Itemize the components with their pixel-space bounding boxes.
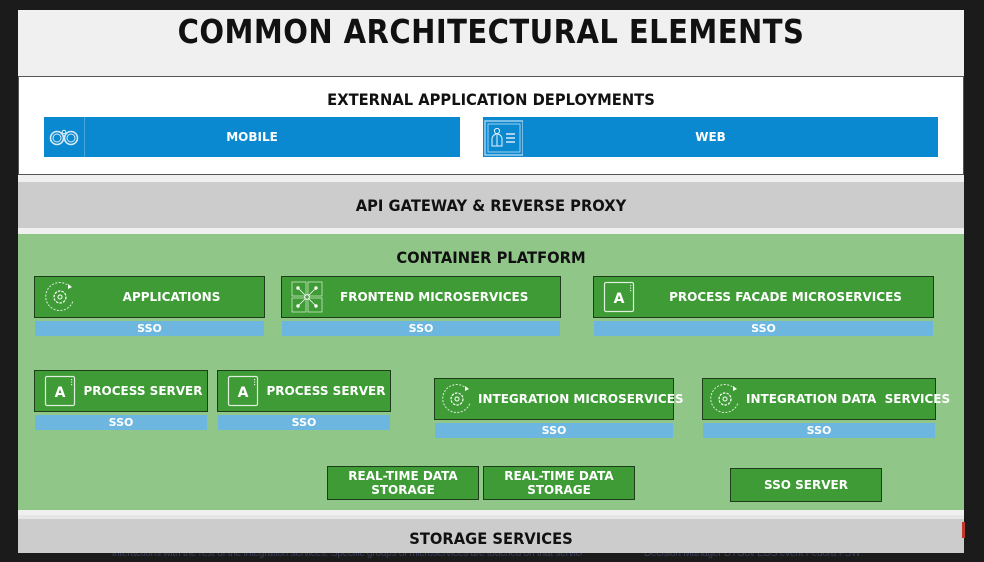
slide-title: COMMON ARCHITECTURAL ELEMENTS bbox=[177, 12, 805, 51]
api-gateway-band: API GATEWAY & REVERSE PROXY bbox=[18, 182, 964, 228]
user-card-icon bbox=[483, 117, 523, 157]
gear-cycle-icon bbox=[706, 380, 744, 418]
web-label: WEB bbox=[695, 130, 726, 144]
external-deployments-band: EXTERNAL APPLICATION DEPLOYMENTS MOBILE … bbox=[18, 76, 964, 175]
network-grid-icon bbox=[288, 278, 326, 316]
process-server-label: PROCESS SERVER bbox=[83, 384, 203, 398]
svg-text:A: A bbox=[614, 291, 625, 307]
external-deployments-label: EXTERNAL APPLICATION DEPLOYMENTS bbox=[327, 90, 655, 109]
architecture-slide: COMMON ARCHITECTURAL ELEMENTS EXTERNAL A… bbox=[18, 10, 964, 553]
real-time-data-storage-label-line1: REAL-TIME DATA bbox=[504, 469, 614, 483]
real-time-data-storage-block[interactable]: REAL-TIME DATA STORAGE bbox=[327, 466, 479, 500]
sso-tag: SSO bbox=[435, 423, 673, 438]
storage-services-band: STORAGE SERVICES bbox=[18, 515, 964, 553]
mobile-block[interactable]: MOBILE bbox=[44, 117, 460, 157]
sso-tag: SSO bbox=[35, 321, 264, 336]
svg-text:A: A bbox=[238, 385, 249, 401]
web-block[interactable]: WEB bbox=[483, 117, 938, 157]
app-a-icon: A bbox=[224, 372, 262, 410]
storage-services-label: STORAGE SERVICES bbox=[409, 529, 573, 548]
binoculars-icon bbox=[44, 117, 85, 157]
sso-server-block[interactable]: SSO SERVER bbox=[730, 468, 882, 502]
frontend-microservices-label: FRONTEND MICROSERVICES bbox=[340, 290, 529, 304]
process-facade-microservices-label: PROCESS FACADE MICROSERVICES bbox=[669, 290, 902, 304]
process-server-label: PROCESS SERVER bbox=[266, 384, 386, 398]
background-document-text-right: Decision Manager DTGov EDS event Fedora … bbox=[644, 548, 861, 559]
process-server-block[interactable]: A PROCESS SERVER bbox=[34, 370, 208, 412]
real-time-data-storage-label-line2: STORAGE bbox=[527, 483, 591, 497]
integration-microservices-block[interactable]: INTEGRATION MICROSERVICES bbox=[434, 378, 684, 420]
app-a-icon: A bbox=[41, 372, 79, 410]
sso-server-label: SSO SERVER bbox=[764, 478, 848, 492]
gear-cycle-icon bbox=[41, 278, 79, 316]
process-facade-microservices-block[interactable]: A PROCESS FACADE MICROSERVICES bbox=[593, 276, 934, 318]
mobile-label: MOBILE bbox=[226, 130, 278, 144]
applications-block[interactable]: APPLICATIONS bbox=[34, 276, 265, 318]
sso-tag: SSO bbox=[594, 321, 933, 336]
integration-data-services-block[interactable]: INTEGRATION DATA SERVICES bbox=[702, 378, 950, 420]
real-time-data-storage-label-line1: REAL-TIME DATA bbox=[348, 469, 458, 483]
real-time-data-storage-label-line2: STORAGE bbox=[371, 483, 435, 497]
slide-edge-marker bbox=[962, 522, 965, 538]
api-gateway-label: API GATEWAY & REVERSE PROXY bbox=[355, 196, 627, 215]
integration-data-services-label: INTEGRATION DATA SERVICES bbox=[746, 392, 951, 406]
svg-text:A: A bbox=[55, 385, 66, 401]
background-document-text-left: interactions with the rest of the integr… bbox=[112, 548, 582, 559]
applications-label: APPLICATIONS bbox=[122, 290, 221, 304]
gear-cycle-icon bbox=[438, 380, 476, 418]
real-time-data-storage-block[interactable]: REAL-TIME DATA STORAGE bbox=[483, 466, 635, 500]
sso-tag: SSO bbox=[218, 415, 390, 430]
sso-tag: SSO bbox=[282, 321, 560, 336]
integration-microservices-label: INTEGRATION MICROSERVICES bbox=[478, 392, 684, 406]
container-platform-label: CONTAINER PLATFORM bbox=[396, 248, 586, 267]
process-server-block[interactable]: A PROCESS SERVER bbox=[217, 370, 391, 412]
container-platform-band: CONTAINER PLATFORM APPLICATIONS SSO FRON… bbox=[18, 234, 964, 510]
app-a-icon: A bbox=[600, 278, 638, 316]
sso-tag: SSO bbox=[703, 423, 935, 438]
frontend-microservices-block[interactable]: FRONTEND MICROSERVICES bbox=[281, 276, 561, 318]
sso-tag: SSO bbox=[35, 415, 207, 430]
